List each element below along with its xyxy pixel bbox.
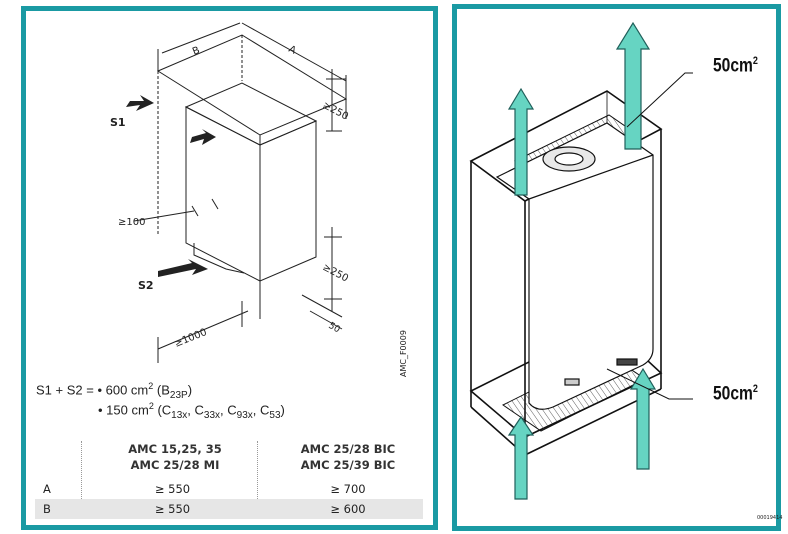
airflow-arrow-inlet	[190, 129, 216, 145]
installation-clearance-panel: B A ≥250 ≥250 ≥100 50 ≥1000 S1 S2 AMC_F0…	[21, 6, 438, 530]
table-row: B ≥ 550 ≥ 600	[35, 499, 423, 519]
table-header-col1: AMC 15,25, 35 AMC 25/28 MI	[128, 442, 222, 472]
vent-label-s1: S1	[110, 116, 126, 129]
boiler-side	[259, 120, 317, 282]
intake-arrow-bottom-right	[629, 367, 657, 470]
boiler-front	[185, 106, 261, 282]
dim-label-b: B	[191, 45, 202, 58]
ventilation-diagram: 00019414	[469, 21, 782, 521]
dim-line-small	[301, 294, 343, 318]
dim-label-front-clearance: ≥1000	[173, 327, 208, 350]
dim-label-a: A	[287, 44, 298, 57]
exhaust-arrow-top-right	[615, 21, 651, 150]
clearance-diagram: B A ≥250 ≥250 ≥100 50 ≥1000 S1 S2 AMC_F0…	[110, 22, 408, 377]
table-header-col2: AMC 25/28 BIC AMC 25/39 BIC	[300, 442, 396, 472]
airflow-arrow-s2	[158, 259, 208, 277]
exhaust-arrow-top-left	[507, 87, 535, 196]
top-vent-area-label: 50cm2	[713, 55, 758, 77]
vent-label-s2: S2	[138, 279, 154, 292]
boiler-unit	[495, 122, 654, 410]
intake-arrow-bottom-left	[507, 415, 535, 500]
dim-line-front-clearance	[157, 310, 249, 350]
bottom-vent-area-label: 50cm2	[713, 383, 758, 405]
brand-badge	[564, 378, 580, 386]
vent-area-equation-line2: • 150 cm2 (C13x, C33x, C93x, C53)	[98, 401, 285, 421]
dim-label-bottom-clearance: ≥250	[321, 262, 350, 285]
airflow-arrow-s1	[126, 95, 154, 111]
leader-bottom-vent	[606, 368, 693, 400]
vent-area-equation-line1: S1 + S2 = • 600 cm2 (B23P)	[36, 381, 193, 401]
dimension-table: AMC 15,25, 35 AMC 25/28 MI AMC 25/28 BIC…	[35, 441, 423, 519]
corner-code: 00019414	[757, 515, 782, 521]
table-header: AMC 15,25, 35 AMC 25/28 MI AMC 25/28 BIC…	[35, 441, 423, 479]
control-panel	[616, 358, 638, 366]
leader-top-vent	[626, 72, 693, 128]
dim-label-side-clearance: ≥100	[118, 217, 145, 228]
dim-line-a	[241, 22, 347, 82]
dim-line-side-clearance	[133, 210, 195, 222]
ventilation-panel: 00019414 50cm2 50cm2	[452, 4, 782, 531]
table-row: A ≥ 550 ≥ 700	[43, 482, 366, 496]
figure-code: AMC_F0009	[399, 330, 408, 377]
dim-label-small: 50	[327, 321, 342, 336]
dim-line-b	[161, 22, 241, 54]
